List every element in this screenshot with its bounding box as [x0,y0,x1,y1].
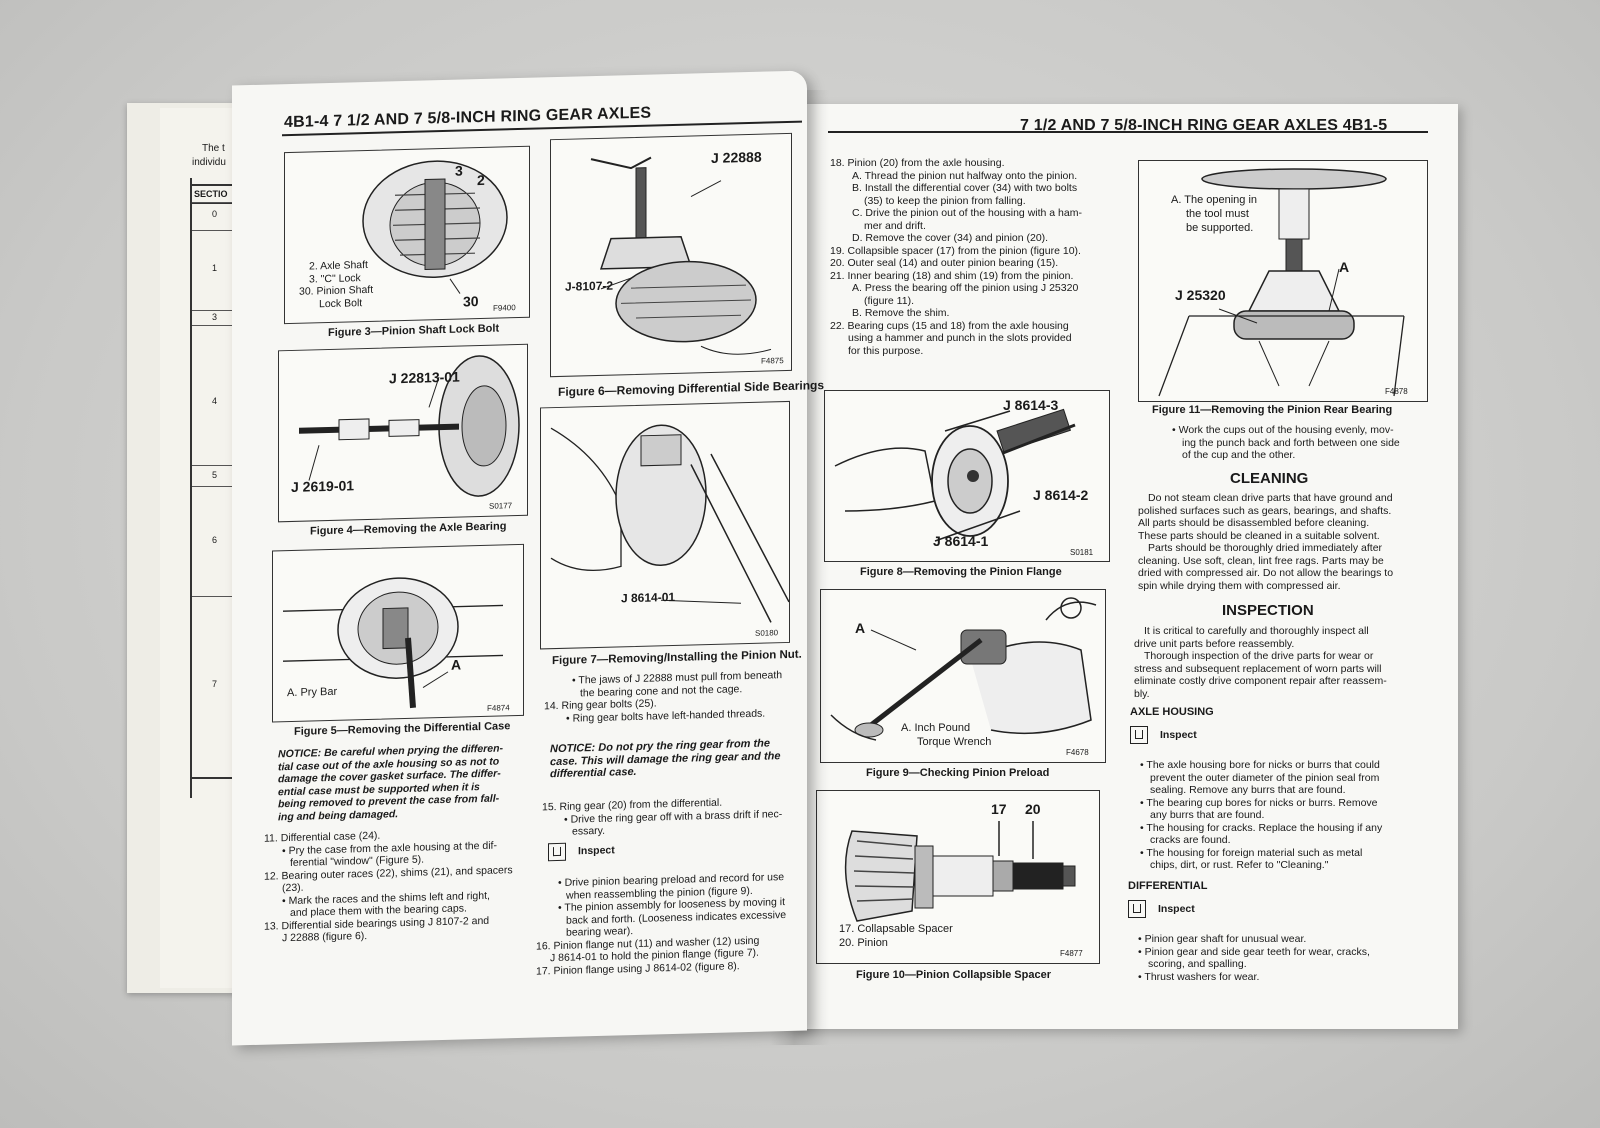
fig3-callout-3: 3 [455,162,463,179]
fig11-callout: A [1339,259,1350,275]
figure-5: A A. Pry Bar F4874 [272,543,524,723]
fig8-tool3: J 8614-1 [933,533,989,549]
differential-inspect: Inspect [1128,900,1195,918]
figure-10: 17 20 17. Collapsable Spacer 20. Pinion … [816,790,1100,964]
fig4-code: S0177 [489,501,513,511]
figure-11: A. The opening in the tool must be suppo… [1138,160,1428,402]
fig11-followup-note: • Work the cups out of the housing evenl… [1172,424,1400,461]
fig6-tool2: J-8107-2 [565,278,614,294]
left-col2-bottom: • Drive pinion bearing preload and recor… [536,871,787,978]
inspection-heading: INSPECTION [1222,602,1314,619]
fig11-tool: J 25320 [1175,287,1226,303]
axle-housing-items: • The axle housing bore for nicks or bur… [1140,759,1383,871]
right-page-header: 7 1/2 AND 7 5/8-INCH RING GEAR AXLES 4B1… [1020,117,1388,134]
fig6-code: F4875 [761,356,784,366]
left-col2-top: • The jaws of J 22888 must pull from ben… [544,669,783,725]
figure-4: J 22813-01 J 2619-01 S0177 [278,343,528,523]
figure-9: A A. Inch Pound Torque Wrench F4678 [820,589,1106,763]
notice-1: NOTICE: Be careful when prying the diffe… [278,742,504,823]
right-header-rule [828,131,1428,133]
fig5-callout: A [451,656,462,673]
left-col1-steps: 11. Differential case (24). • Pry the ca… [264,829,513,945]
left-page: 4B1-4 7 1/2 AND 7 5/8-INCH RING GEAR AXL… [232,70,824,1046]
fig4-tool2: J 2619-01 [291,477,355,495]
fig3-legend: 2. Axle Shaft 3. "C" Lock 30. Pinion Sha… [299,258,374,310]
fig8-caption: Figure 8—Removing the Pinion Flange [860,566,1062,578]
fig8-tool2: J 8614-2 [1033,487,1089,503]
fig6-tool1: J 22888 [711,148,762,166]
left-inspect: Inspect [548,842,615,862]
fig10-callout-17: 17 [991,801,1007,817]
figure-6: J 22888 J-8107-2 F4875 [550,132,792,378]
figure-5-drawing [283,577,503,709]
fig5-legend: A. Pry Bar [287,685,338,700]
fig9-code: F4678 [1066,748,1089,757]
table-row: 7 [192,596,252,779]
fig3-code: F9400 [493,303,516,313]
fig10-legend-20: 20. Pinion [839,937,888,949]
fig7-code: S0180 [755,628,779,638]
underlying-text-2: individu [192,157,226,168]
fig9-caption: Figure 9—Checking Pinion Preload [866,767,1050,779]
right-page: 7 1/2 AND 7 5/8-INCH RING GEAR AXLES 4B1… [790,104,1458,1029]
figure-9-drawing [830,597,1097,741]
figure-7-drawing [550,424,789,623]
fig10-code: F4877 [1060,949,1083,958]
fig4-tool1: J 22813-01 [389,368,460,387]
fig11-caption: Figure 11—Removing the Pinion Rear Beari… [1152,404,1393,416]
figure-8-drawing [834,408,1076,542]
fig9-legend-1: A. Inch Pound [901,722,971,734]
underlying-text-1: The t [202,143,225,154]
right-steps: 18. Pinion (20) from the axle housing. A… [830,157,1082,357]
fig6-caption: Figure 6—Removing Differential Side Bear… [558,378,825,399]
differential-items: • Pinion gear shaft for unusual wear. • … [1138,933,1370,983]
fig7-tool: J 8614-01 [621,589,676,606]
fig7-caption: Figure 7—Removing/Installing the Pinion … [552,648,802,668]
fig5-caption: Figure 5—Removing the Differential Case [294,720,511,738]
notice-2: NOTICE: Do not pry the ring gear from th… [550,737,781,781]
figure-10-drawing [844,821,1076,922]
figure-8: J 8614-3 J 8614-2 J 8614-1 S0181 [824,390,1110,562]
table-row: 1 [192,230,252,311]
fig9-legend-2: Torque Wrench [917,736,992,748]
figure-3-drawing [362,160,508,294]
table-row: 6 [192,486,252,597]
figure-11-drawing [1158,168,1405,397]
fig3-callout-30: 30 [463,293,479,310]
fig9-callout: A [855,620,866,636]
section-table-header: SECTIO [192,184,254,204]
inspection-text: It is critical to carefully and thorough… [1134,625,1387,700]
table-row: 0 [192,202,252,231]
fig5-code: F4874 [487,703,510,713]
fig3-caption: Figure 3—Pinion Shaft Lock Bolt [328,322,500,340]
left-col2-steps: 15. Ring gear (20) from the differential… [542,796,783,838]
figure-3: 3 2 30 2. Axle Shaft 3. "C" Lock 30. Pin… [284,145,530,325]
figure-7: J 8614-01 S0180 [540,400,790,650]
left-page-header: 4B1-4 7 1/2 AND 7 5/8-INCH RING GEAR AXL… [284,104,652,132]
inspect-icon [1128,900,1146,918]
inspect-icon [1130,726,1148,744]
fig11-code: F4878 [1385,387,1408,396]
axle-housing-inspect: Inspect [1130,726,1197,744]
fig8-tool1: J 8614-3 [1003,397,1059,413]
differential-heading: DIFFERENTIAL [1128,880,1208,892]
fig3-callout-2: 2 [477,171,485,189]
fig11-note: A. The opening in the tool must be suppo… [1171,194,1258,234]
table-row: 4 [192,325,252,466]
figure-4-drawing [299,355,520,497]
fig4-caption: Figure 4—Removing the Axle Bearing [310,520,507,538]
inspect-icon [548,842,566,862]
fig10-legend-17: 17. Collapsable Spacer [839,923,953,935]
cleaning-text: Do not steam clean drive parts that have… [1138,492,1394,592]
axle-housing-heading: AXLE HOUSING [1130,706,1214,718]
cleaning-heading: CLEANING [1230,470,1309,487]
section-table: SECTIO 0 1 3 4 5 6 7 [190,178,254,798]
fig10-caption: Figure 10—Pinion Collapsible Spacer [856,969,1051,981]
fig10-callout-20: 20 [1025,801,1041,817]
figure-6-drawing [590,156,772,355]
fig8-code: S0181 [1070,548,1094,557]
